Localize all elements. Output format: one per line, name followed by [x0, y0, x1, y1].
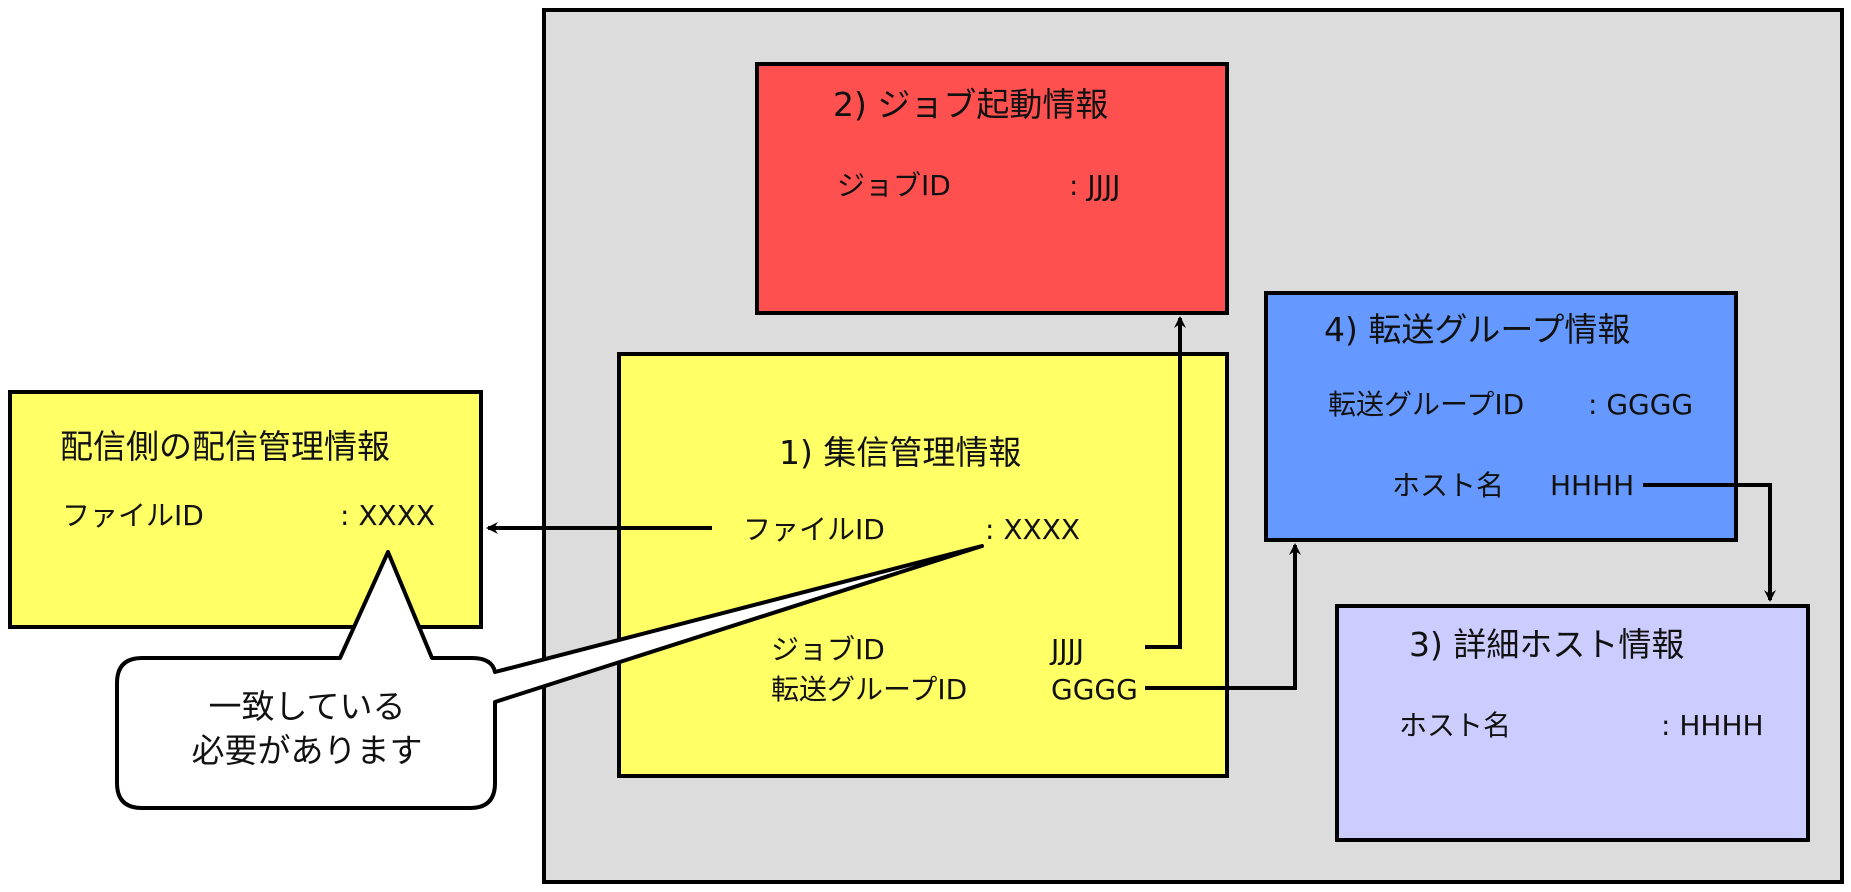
transfer-group-box: 4) 転送グループ情報 転送グループID : GGGG ホスト名 HHHH — [1264, 291, 1738, 542]
transfer-group-title: 4) 転送グループ情報 — [1324, 310, 1631, 349]
job-id-value: : JJJJ — [1069, 169, 1121, 202]
file-id-label: ファイルID — [62, 499, 204, 532]
callout-text: 一致している 必要があります — [117, 685, 497, 773]
collection-management-title: 1) 集信管理情報 — [779, 433, 1022, 472]
center-job-id-value: JJJJ — [1051, 633, 1085, 666]
center-file-id-value: : XXXX — [985, 513, 1081, 546]
host-detail-label: ホスト名 — [1399, 709, 1512, 742]
job-startup-title: 2) ジョブ起動情報 — [833, 85, 1109, 124]
center-group-id-label: 転送グループID — [771, 673, 968, 706]
job-startup-box: 2) ジョブ起動情報 ジョブID : JJJJ — [755, 62, 1229, 315]
job-id-label: ジョブID — [837, 169, 951, 202]
host-detail-value: : HHHH — [1661, 709, 1764, 742]
collection-management-box: 1) 集信管理情報 ファイルID : XXXX ジョブID JJJJ 転送グルー… — [617, 352, 1229, 778]
file-id-value: : XXXX — [340, 499, 436, 532]
callout-line-2: 必要があります — [191, 731, 423, 770]
host-detail-box: 3) 詳細ホスト情報 ホスト名 : HHHH — [1335, 604, 1810, 842]
center-file-id-label: ファイルID — [743, 513, 885, 546]
callout-line-1: 一致している — [208, 687, 406, 726]
transfer-host-value: HHHH — [1550, 469, 1635, 502]
transfer-group-id-label: 転送グループID — [1328, 388, 1525, 421]
distribution-management-title: 配信側の配信管理情報 — [60, 427, 390, 466]
distribution-management-box: 配信側の配信管理情報 ファイルID : XXXX — [8, 390, 483, 629]
center-job-id-label: ジョブID — [771, 633, 885, 666]
host-detail-title: 3) 詳細ホスト情報 — [1409, 625, 1685, 664]
transfer-group-id-value: : GGGG — [1588, 388, 1694, 421]
center-group-id-value: GGGG — [1051, 673, 1138, 706]
transfer-host-label: ホスト名 — [1392, 469, 1505, 502]
